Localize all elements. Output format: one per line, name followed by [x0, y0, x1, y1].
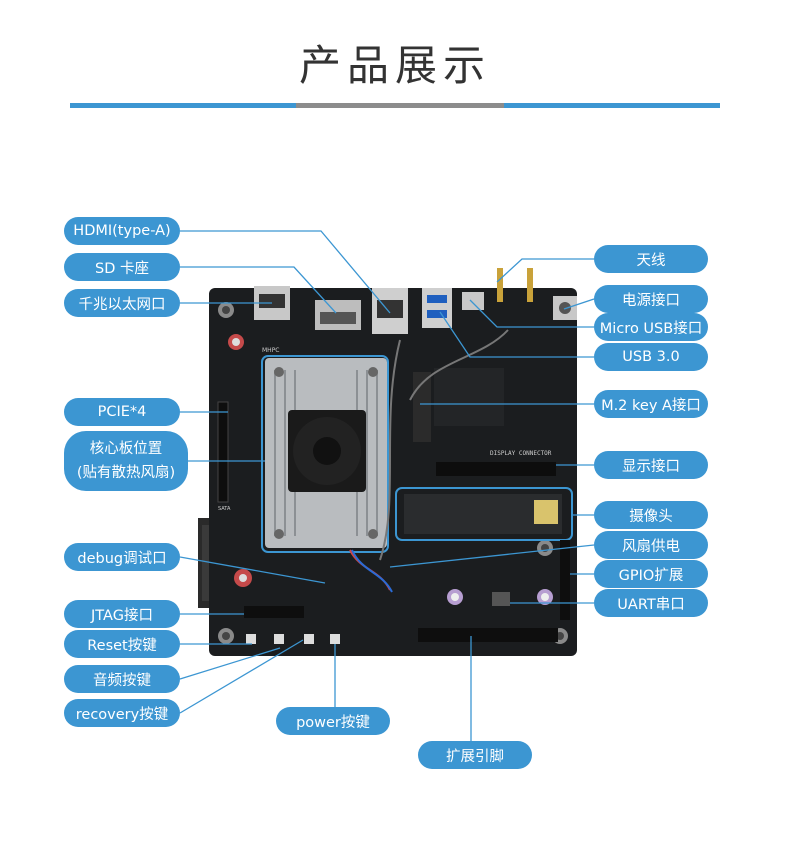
camera-outline: [395, 487, 573, 541]
title-divider-center: [296, 103, 504, 108]
label-uart: UART串口: [594, 589, 708, 617]
gpio-header: [560, 540, 570, 620]
expansion-header: [418, 628, 558, 642]
label-expansion-pins: 扩展引脚: [418, 741, 532, 769]
label-reset-button: Reset按键: [64, 630, 180, 658]
label-recovery-button: recovery按键: [64, 699, 180, 727]
usb3-port: [422, 288, 452, 328]
label-sd-slot: SD 卡座: [64, 253, 180, 281]
title-divider-left: [70, 103, 296, 108]
core-board-outline: [261, 355, 389, 553]
antenna-connector: [497, 268, 503, 302]
uart-connector: [492, 592, 510, 606]
label-fan-power: 风扇供电: [594, 531, 708, 559]
label-hdmi: HDMI(type-A): [64, 217, 180, 245]
mhpc-silkscreen: MHPC: [262, 347, 280, 354]
display-connector-silkscreen: DISPLAY CONNECTOR: [490, 450, 552, 457]
antenna-connector: [527, 268, 533, 302]
sata-silkscreen: SATA: [218, 506, 231, 512]
label-ethernet: 千兆以太网口: [64, 289, 180, 317]
label-core-board: 核心板位置 (贴有散热风扇): [64, 431, 188, 491]
label-camera: 摄像头: [594, 501, 708, 529]
label-jtag: JTAG接口: [64, 600, 180, 628]
micro-usb-port: [462, 292, 484, 310]
label-pcie: PCIE*4: [64, 398, 180, 426]
title-divider-right: [504, 103, 720, 108]
label-core-board-line2: (贴有散热风扇): [76, 465, 176, 481]
jtag-header: [244, 606, 304, 618]
label-audio-button: 音频按键: [64, 665, 180, 693]
pcie-slot: [217, 401, 229, 503]
label-micro-usb: Micro USB接口: [594, 313, 708, 341]
power-button-graphic: [330, 634, 340, 644]
reset-button-graphic: [246, 634, 256, 644]
page-title: 产品展示: [298, 41, 491, 90]
label-display-port: 显示接口: [594, 451, 708, 479]
recovery-button-graphic: [304, 634, 314, 644]
audio-button-graphic: [274, 634, 284, 644]
label-usb3: USB 3.0: [594, 343, 708, 371]
label-power-button: power按键: [276, 707, 390, 735]
label-gpio: GPIO扩展: [594, 560, 708, 588]
display-connector: [436, 462, 556, 476]
label-m2: M.2 key A接口: [594, 390, 708, 418]
label-debug-port: debug调试口: [64, 543, 180, 571]
label-power-port: 电源接口: [594, 285, 708, 313]
label-core-board-line1: 核心板位置: [89, 441, 163, 457]
label-antenna: 天线: [594, 245, 708, 273]
